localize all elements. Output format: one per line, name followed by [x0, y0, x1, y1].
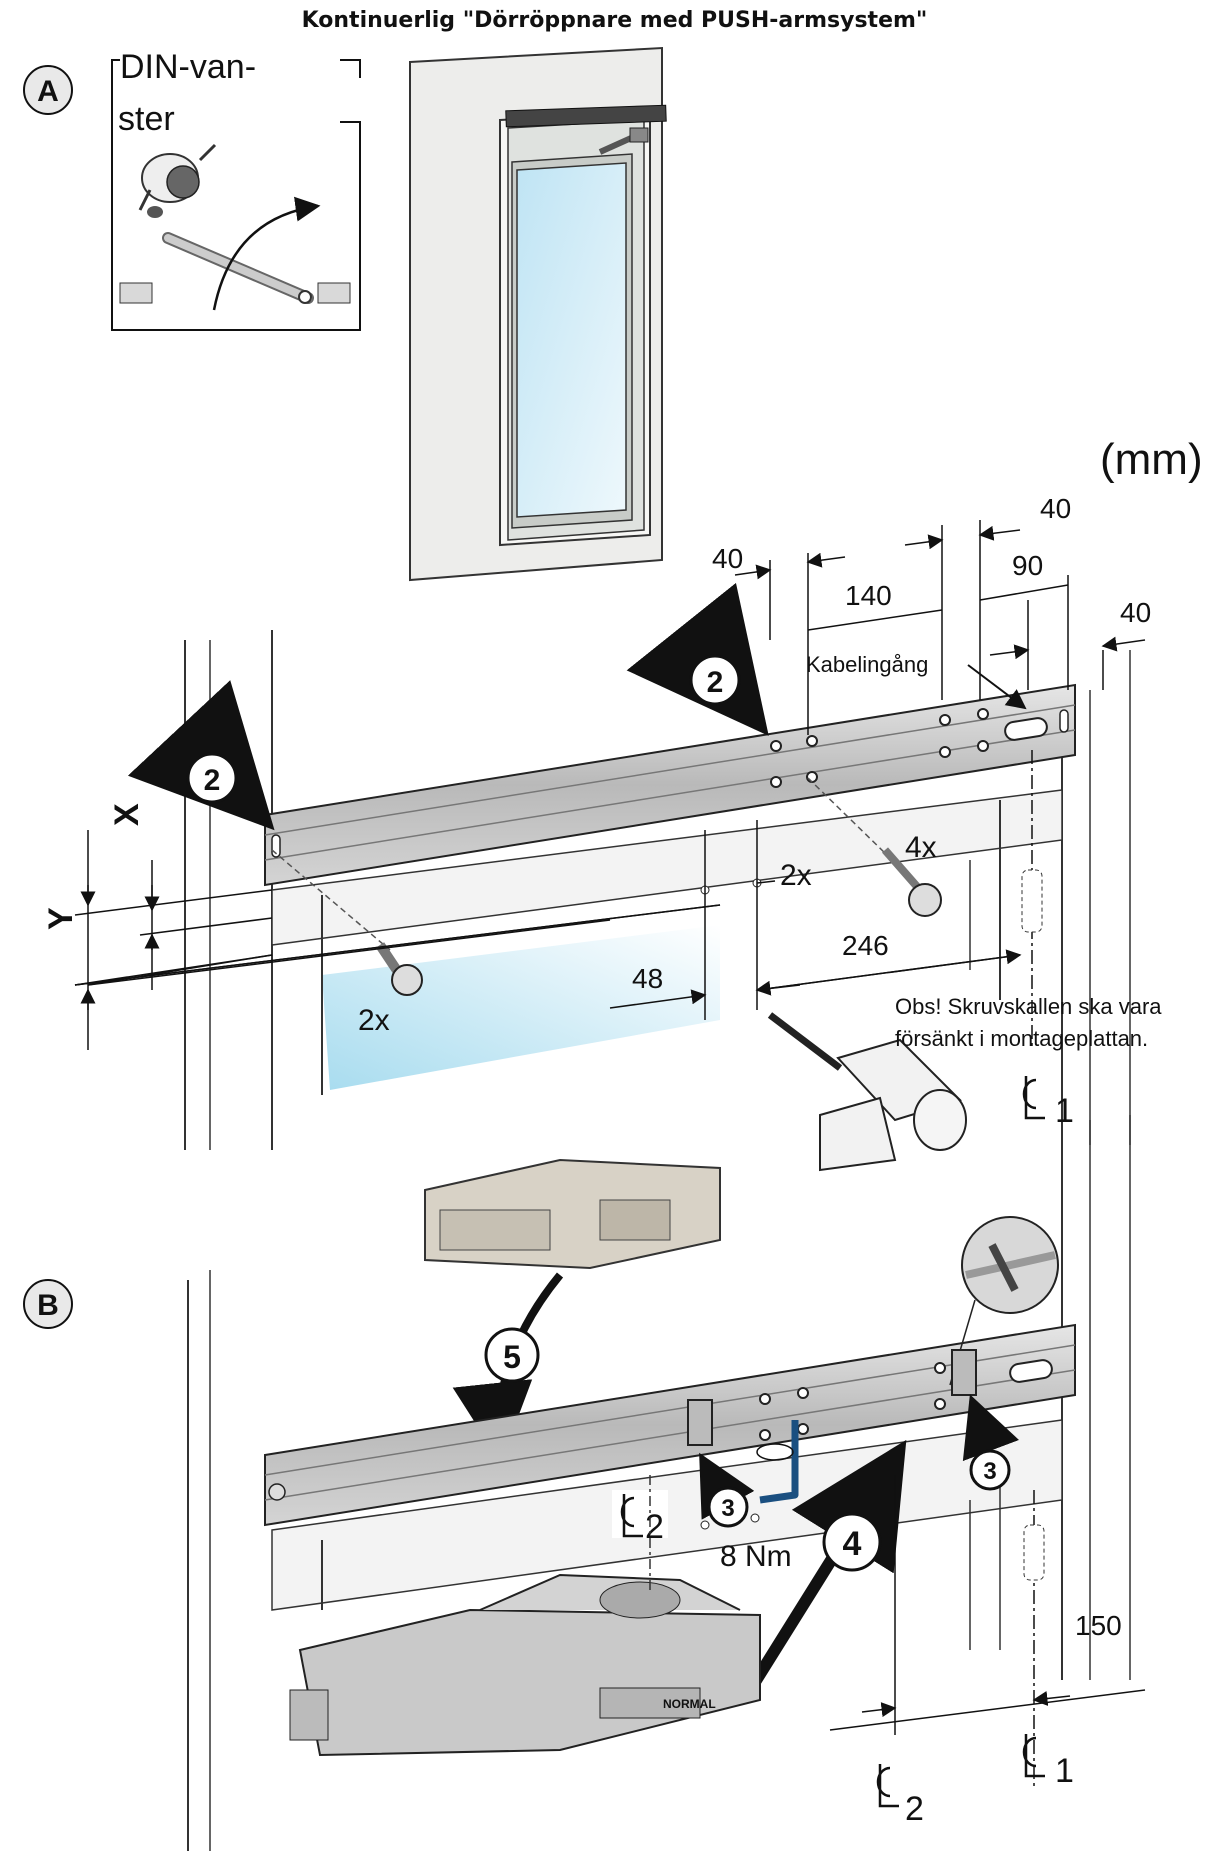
opening-direction-arrow — [212, 196, 321, 311]
units-label: (mm) — [1100, 435, 1203, 484]
door-wall-illustration — [409, 46, 667, 582]
label-x: X — [108, 803, 146, 826]
hinge-a — [1021, 750, 1043, 1050]
centerline-1-bottom: 1 — [1022, 1734, 1074, 1790]
person-icon — [138, 143, 217, 218]
step-3-callout-left: 3 — [699, 1452, 755, 1528]
centerline-1-a: 1 — [1022, 1076, 1074, 1130]
step-2-callout-right: 2 — [626, 582, 769, 736]
svg-text:3: 3 — [721, 1495, 734, 1522]
drill-icon — [767, 1012, 967, 1172]
normal-label: NORMAL — [663, 1697, 716, 1711]
door-operator-unit — [289, 1475, 761, 1757]
din-inset: DIN-van- ster — [111, 48, 361, 331]
svg-text:2: 2 — [905, 1790, 924, 1828]
torque-label: 8 Nm — [720, 1540, 792, 1573]
qty-4x: 4x — [905, 831, 937, 864]
svg-text:2: 2 — [707, 666, 724, 699]
note-line-1: Obs! Skruvskallen ska vara — [895, 994, 1162, 1019]
svg-text:A: A — [37, 75, 59, 108]
qty-2x-mid: 2x — [780, 859, 812, 892]
dim-48: 48 — [632, 963, 663, 994]
dim-246: 246 — [842, 930, 889, 961]
page-title: Kontinuerlig "Dörröppnare med PUSH-armsy… — [301, 8, 928, 33]
dim-150-lines — [829, 1475, 1146, 1735]
svg-text:5: 5 — [503, 1339, 521, 1375]
hinge-b — [1023, 1490, 1045, 1790]
dim-40-left: 40 — [712, 543, 743, 574]
qty-2x-left: 2x — [358, 1004, 390, 1037]
cable-entry-label: Kabelingång — [806, 652, 928, 677]
control-unit — [424, 1158, 721, 1270]
svg-text:1: 1 — [1055, 1092, 1074, 1130]
note-line-2: försänkt i montageplattan. — [895, 1026, 1148, 1051]
step-3-callout-right: 3 — [962, 1394, 1020, 1491]
dim-140: 140 — [845, 580, 892, 611]
dims-246-48 — [609, 949, 1022, 1009]
svg-text:2: 2 — [204, 764, 221, 797]
screw-2x-left — [271, 849, 423, 996]
screw-4x — [807, 777, 942, 917]
dim-40-right: 40 — [1120, 597, 1151, 628]
svg-text:B: B — [37, 1289, 59, 1322]
dim-40-top: 40 — [1040, 493, 1071, 524]
svg-text:4: 4 — [843, 1525, 862, 1563]
label-y: Y — [42, 907, 80, 930]
centerline-2-top: 2 — [612, 1490, 668, 1546]
dim-90: 90 — [1012, 550, 1043, 581]
mounting-plate-a — [264, 683, 1076, 887]
frame-section-a — [184, 630, 1131, 1150]
step-4-callout: 4 — [822, 1512, 882, 1572]
xy-dimensions — [74, 830, 721, 1050]
inset-label-1: DIN-van- — [120, 48, 256, 86]
svg-text:3: 3 — [983, 1458, 996, 1485]
mounting-plate-b — [264, 1323, 1076, 1527]
dim-150: 150 — [1075, 1610, 1122, 1641]
svg-text:2: 2 — [645, 1508, 664, 1546]
section-a-badge: A — [23, 65, 73, 115]
inset-label-2: ster — [118, 100, 175, 138]
dimension-lines-a — [734, 520, 1146, 735]
step-5-callout: 5 — [484, 1327, 540, 1383]
svg-text:1: 1 — [1055, 1752, 1074, 1790]
step-2-callout-left: 2 — [127, 680, 275, 831]
section-b-badge: B — [23, 1279, 73, 1329]
centerline-2-bottom: 2 — [876, 1764, 924, 1828]
